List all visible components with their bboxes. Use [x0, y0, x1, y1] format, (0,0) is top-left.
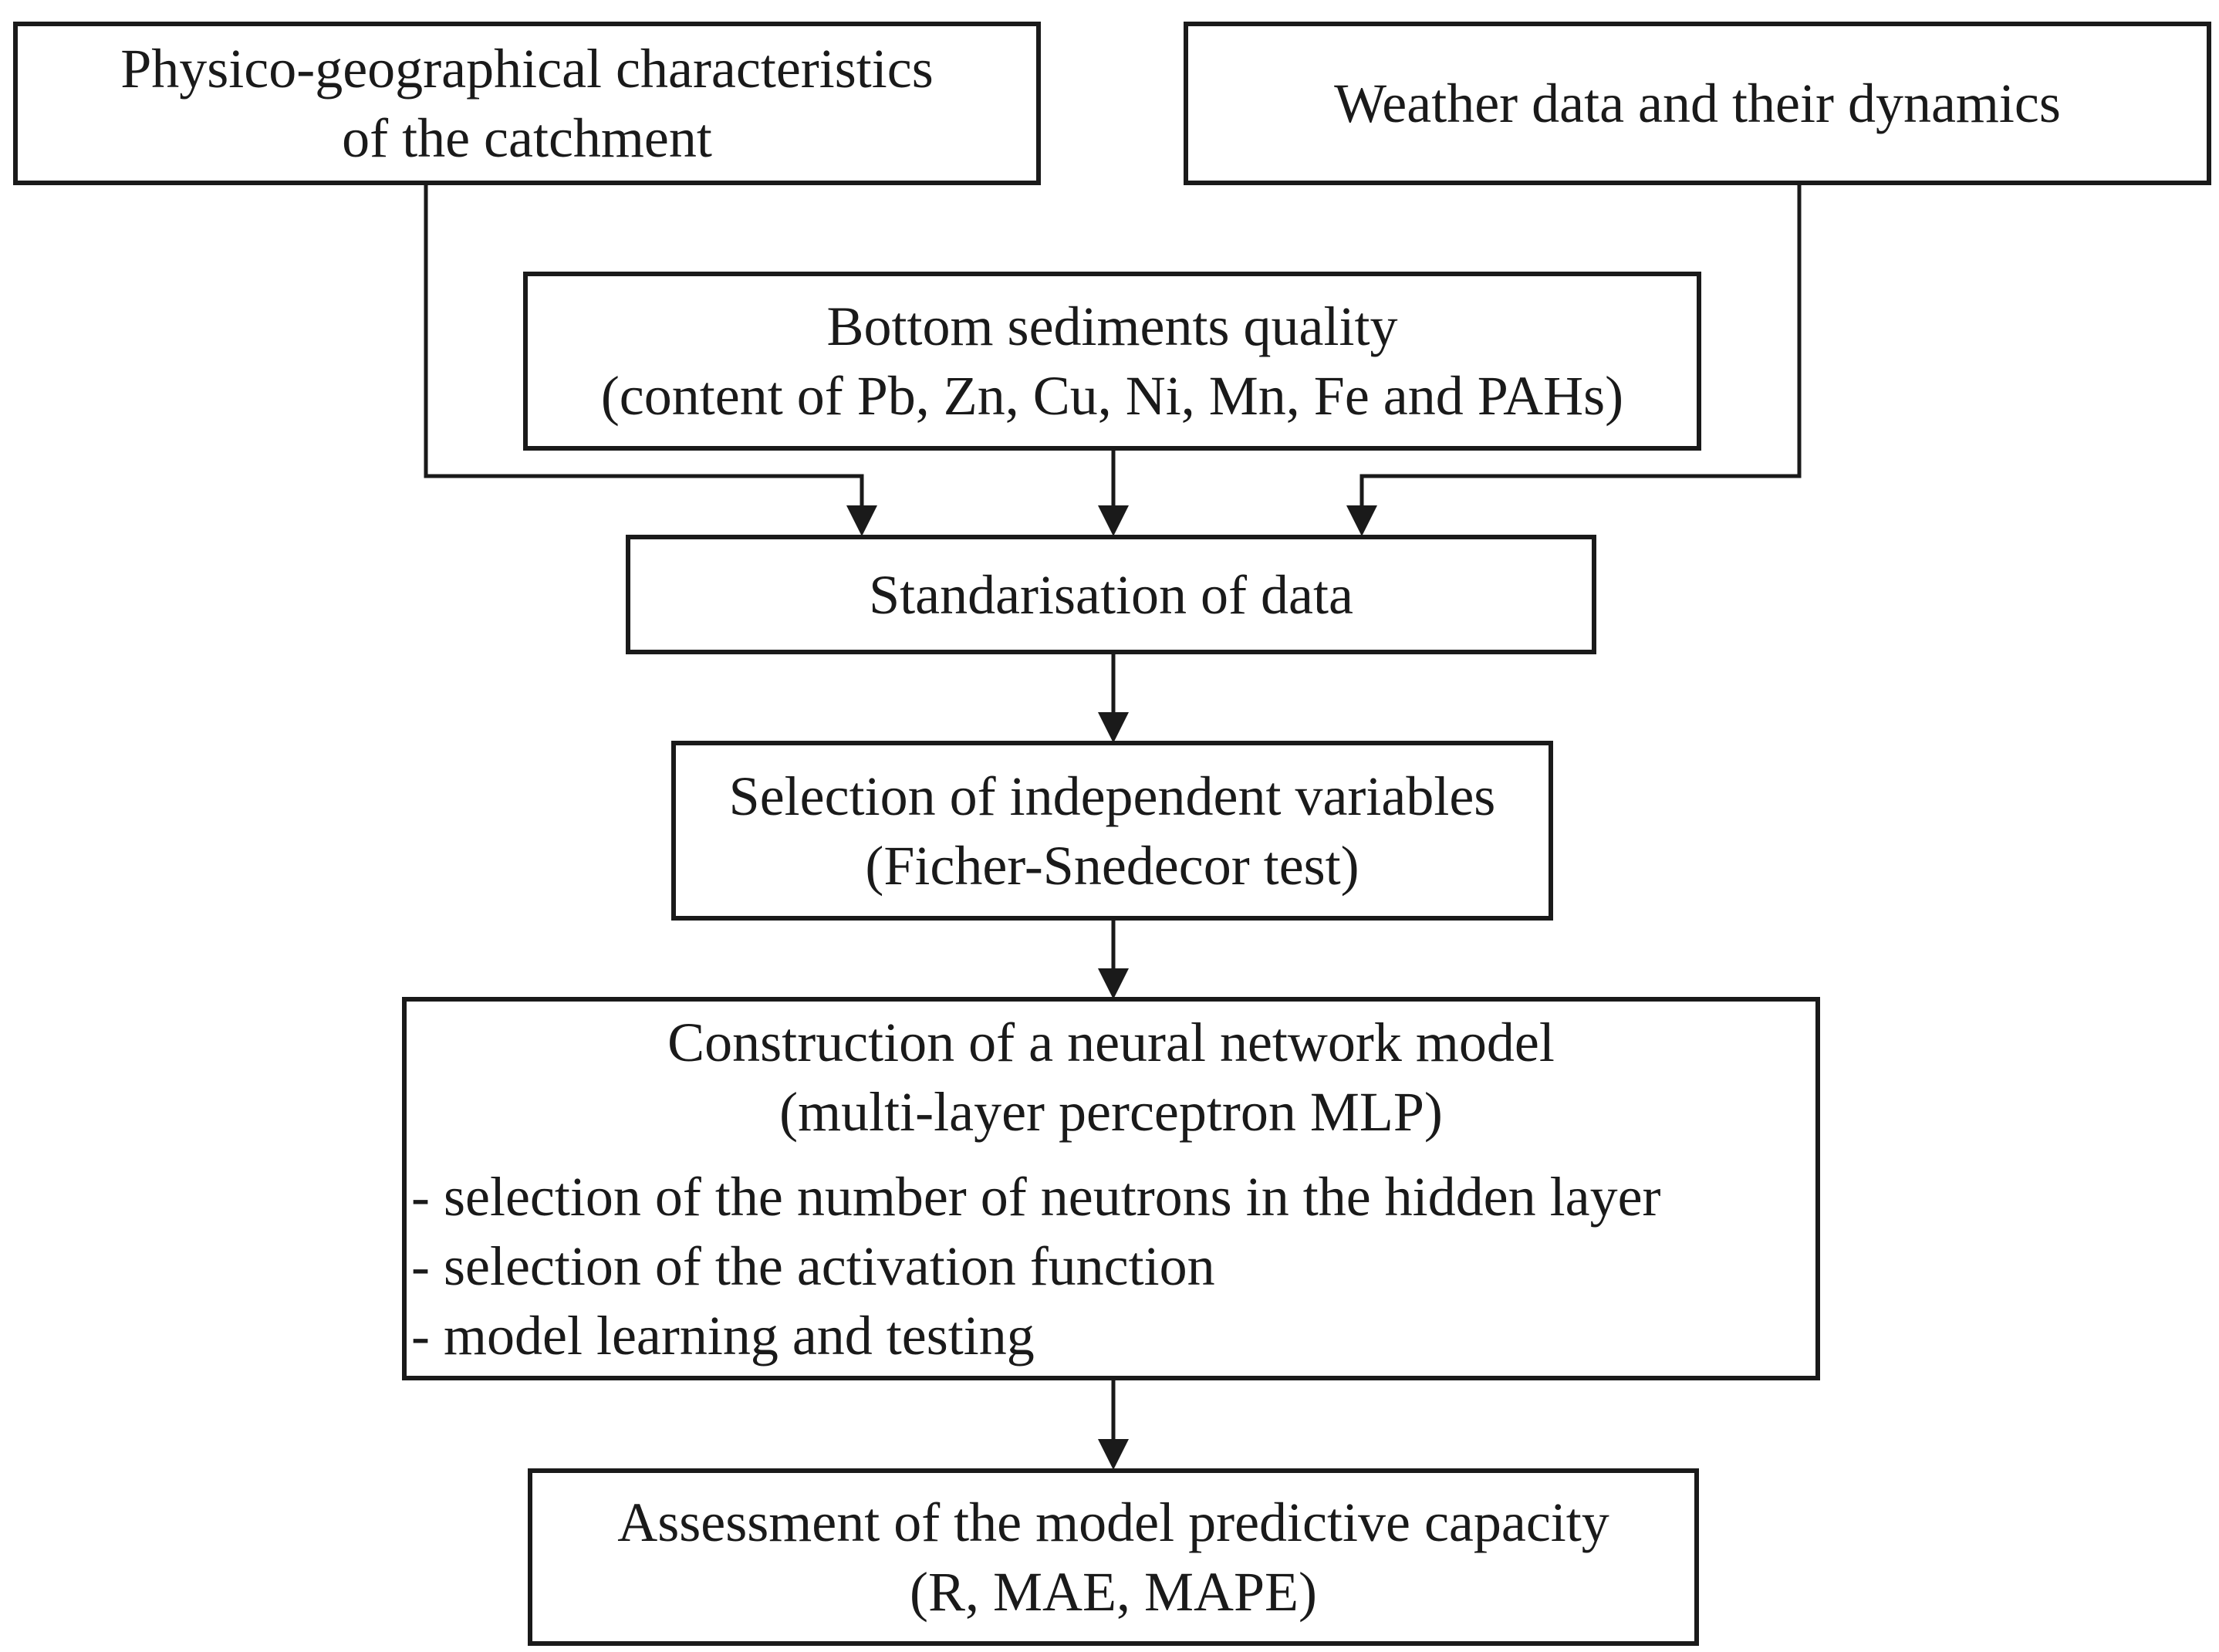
weather-title: Weather data and their dynamics — [1334, 73, 2061, 134]
physico-subtitle: of the catchment — [342, 107, 712, 169]
weather-data-box: Weather data and their dynamics — [1184, 22, 2211, 185]
neural-network-construction-box: Construction of a neural network model (… — [402, 997, 1820, 1380]
arrow-physico-to-standardisation — [424, 182, 877, 536]
bottom-sediments-box: Bottom sediments quality (content of Pb,… — [523, 272, 1701, 451]
physico-title: Physico-geographical characteristics — [120, 38, 934, 100]
variable-selection-box: Selection of independent variables (Fich… — [671, 741, 1553, 921]
physico-geographical-box: Physico-geographical characteristics of … — [13, 22, 1041, 185]
sediments-title: Bottom sediments quality — [826, 296, 1398, 357]
assessment-subtitle: (R, MAE, MAPE) — [909, 1561, 1317, 1623]
standardisation-title: Standarisation of data — [869, 563, 1353, 626]
construction-subtitle: (multi-layer perceptron MLP) — [779, 1080, 1443, 1143]
selection-title: Selection of independent variables — [728, 765, 1496, 827]
sediments-subtitle: (content of Pb, Zn, Cu, Ni, Mn, Fe and P… — [600, 365, 1624, 427]
construction-steps-list: - selection of the number of neutrons in… — [407, 1162, 1815, 1370]
construction-title: Construction of a neural network model — [667, 1011, 1555, 1073]
construction-step: - selection of the number of neutrons in… — [411, 1165, 1661, 1228]
construction-step: - selection of the activation function — [411, 1235, 1215, 1297]
selection-subtitle: (Ficher-Snedecor test) — [865, 834, 1359, 897]
assessment-title: Assessment of the model predictive capac… — [617, 1492, 1609, 1553]
assessment-box: Assessment of the model predictive capac… — [528, 1468, 1699, 1646]
arrow-weather-to-standardisation — [1346, 182, 1802, 536]
construction-step: - model learning and testing — [411, 1304, 1035, 1367]
standardisation-box: Standarisation of data — [626, 535, 1596, 654]
